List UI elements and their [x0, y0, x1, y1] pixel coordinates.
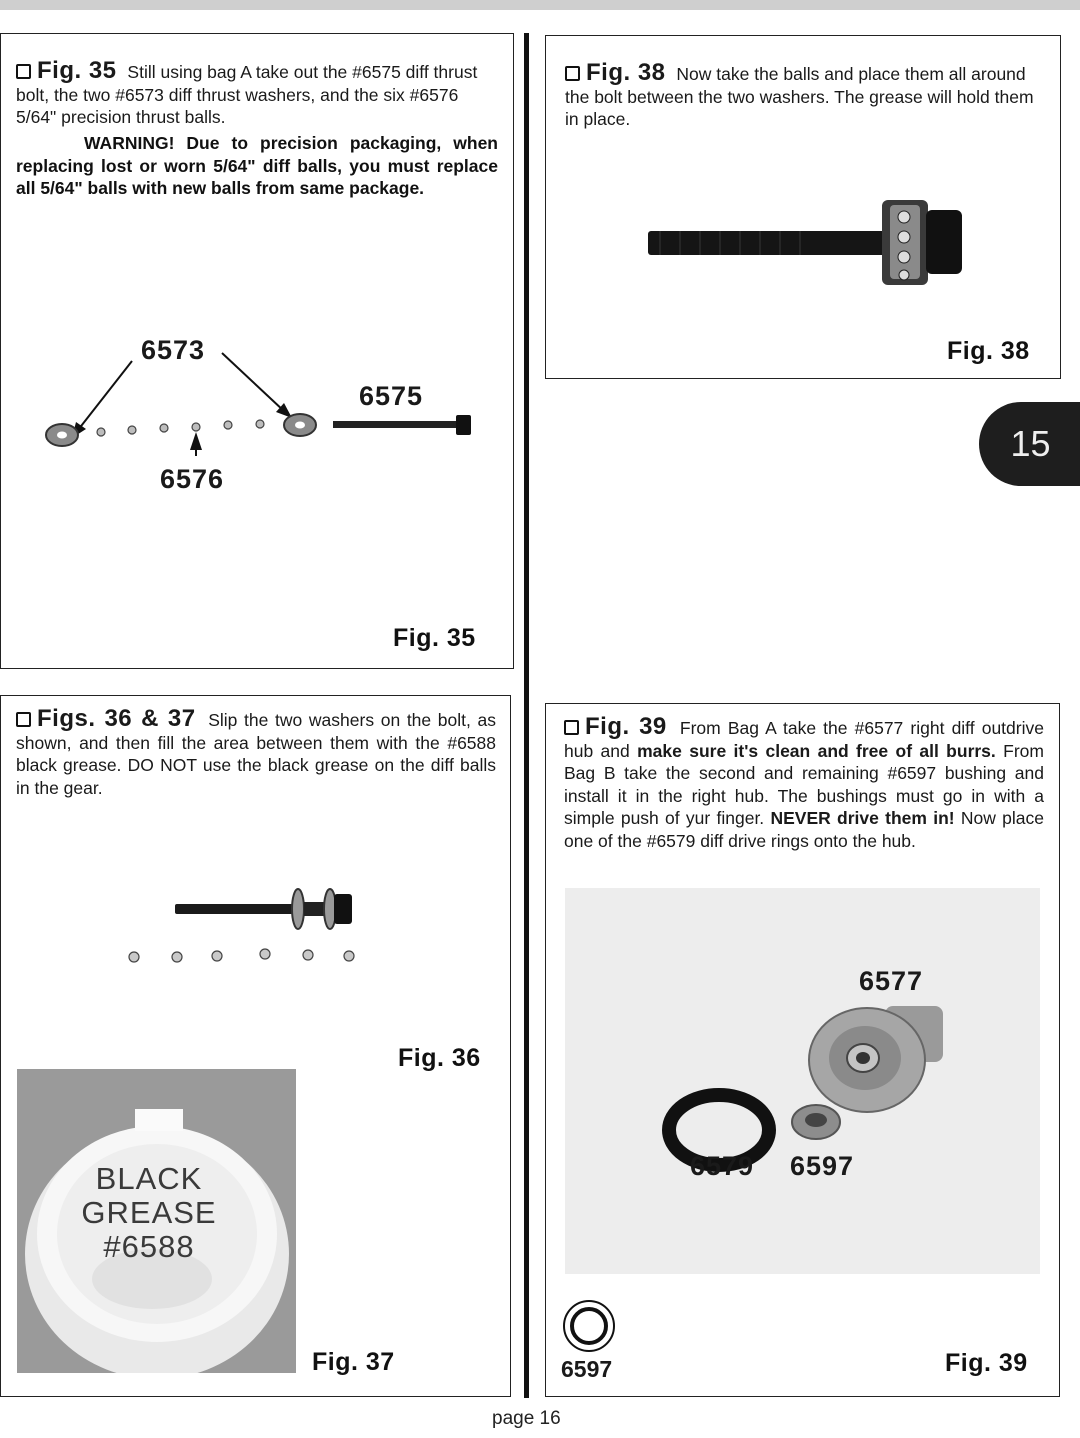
checkbox-icon[interactable] — [564, 720, 579, 735]
fig-38-body: Now take the balls and place them all ar… — [565, 64, 1034, 129]
ball-2 — [127, 425, 137, 435]
fig-38-text: Fig. 38 Now take the balls and place the… — [565, 59, 1045, 131]
fig-36-37-text: Figs. 36 & 37 Slip the two washers on th… — [16, 705, 496, 799]
ball-2 — [171, 951, 183, 963]
ball-3 — [211, 950, 223, 962]
jar-label-line-1: BLACK — [95, 1161, 203, 1196]
fig-36-caption: Fig. 36 — [398, 1044, 481, 1072]
fig-39-body-1: From Bag A take the #6577 right diff out… — [564, 718, 1044, 761]
fig-36-bolt-assembly — [128, 888, 355, 963]
fig-37-grease-photo: BLACK GREASE #6588 — [17, 1069, 296, 1373]
fig-36-37-heading: Figs. 36 & 37 — [37, 705, 196, 732]
label-6573: 6573 — [141, 335, 206, 365]
fig-39-body-2: make sure it's clean and free of all bur… — [637, 740, 996, 761]
ball-6 — [255, 419, 265, 429]
fig-35-warning: WARNING! Due to precision packaging, whe… — [16, 133, 498, 198]
ball-1 — [96, 427, 106, 437]
ball-5 — [302, 949, 314, 961]
fig-39-caption: Fig. 39 — [945, 1349, 1028, 1377]
fig-39-text: Fig. 39 From Bag A take the #6577 right … — [564, 713, 1044, 852]
ball-4 — [259, 948, 271, 960]
drive-ring — [662, 1088, 776, 1172]
ball-6 — [343, 950, 355, 962]
fig-35-body: Still using bag A take out the #6575 dif… — [16, 62, 478, 127]
fig-39-body-3: From Bag B take the second and remaining… — [564, 740, 1044, 829]
label-6577: 6577 — [859, 966, 924, 996]
checkbox-icon[interactable] — [565, 66, 580, 81]
page-tab-badge: 15 — [979, 402, 1080, 486]
fig-37-caption: Fig. 37 — [312, 1348, 395, 1376]
checkbox-icon[interactable] — [16, 64, 31, 79]
fig-39-photo: 6577 6579 6597 — [565, 888, 1040, 1274]
thrust-bolt — [333, 421, 457, 428]
panel-fig-35 — [0, 33, 514, 669]
fig-38-caption: Fig. 38 — [947, 337, 1030, 365]
checkbox-icon[interactable] — [16, 712, 31, 727]
fig-39-body-5: Now place one of the #6579 diff drive ri… — [564, 808, 1044, 851]
column-divider — [524, 33, 529, 1398]
fig-35-parts-diagram — [45, 352, 471, 456]
page-number: page 16 — [492, 1408, 561, 1429]
fig-39-body-4: NEVER drive them in! — [770, 808, 955, 828]
fig-39-heading: Fig. 39 — [585, 713, 667, 740]
label-6579: 6579 — [690, 1151, 755, 1181]
label-6597: 6597 — [790, 1151, 855, 1181]
label-6575: 6575 — [359, 381, 424, 411]
fig-36-37-body: Slip the two washers on the bolt, as sho… — [16, 710, 496, 798]
jar-label-line-2: GREASE — [81, 1195, 217, 1230]
ball-4 — [191, 422, 201, 432]
fig-35-caption: Fig. 35 — [393, 624, 476, 652]
fig-35-heading: Fig. 35 — [37, 57, 117, 84]
bushing-size-ring-icon — [563, 1300, 615, 1352]
label-6576: 6576 — [160, 464, 225, 494]
ball-5 — [223, 420, 233, 430]
ball-1 — [128, 951, 140, 963]
fig-35-text: Fig. 35 Still using bag A take out the #… — [16, 57, 498, 129]
fig-38-bolt-photo — [648, 200, 962, 285]
panel-fig-38 — [545, 35, 1061, 379]
ball-3 — [159, 423, 169, 433]
fig-38-heading: Fig. 38 — [586, 59, 666, 86]
bushing-icon-label: 6597 — [561, 1356, 613, 1382]
jar-label-line-3: #6588 — [103, 1229, 195, 1264]
top-gray-bar — [0, 0, 1080, 10]
